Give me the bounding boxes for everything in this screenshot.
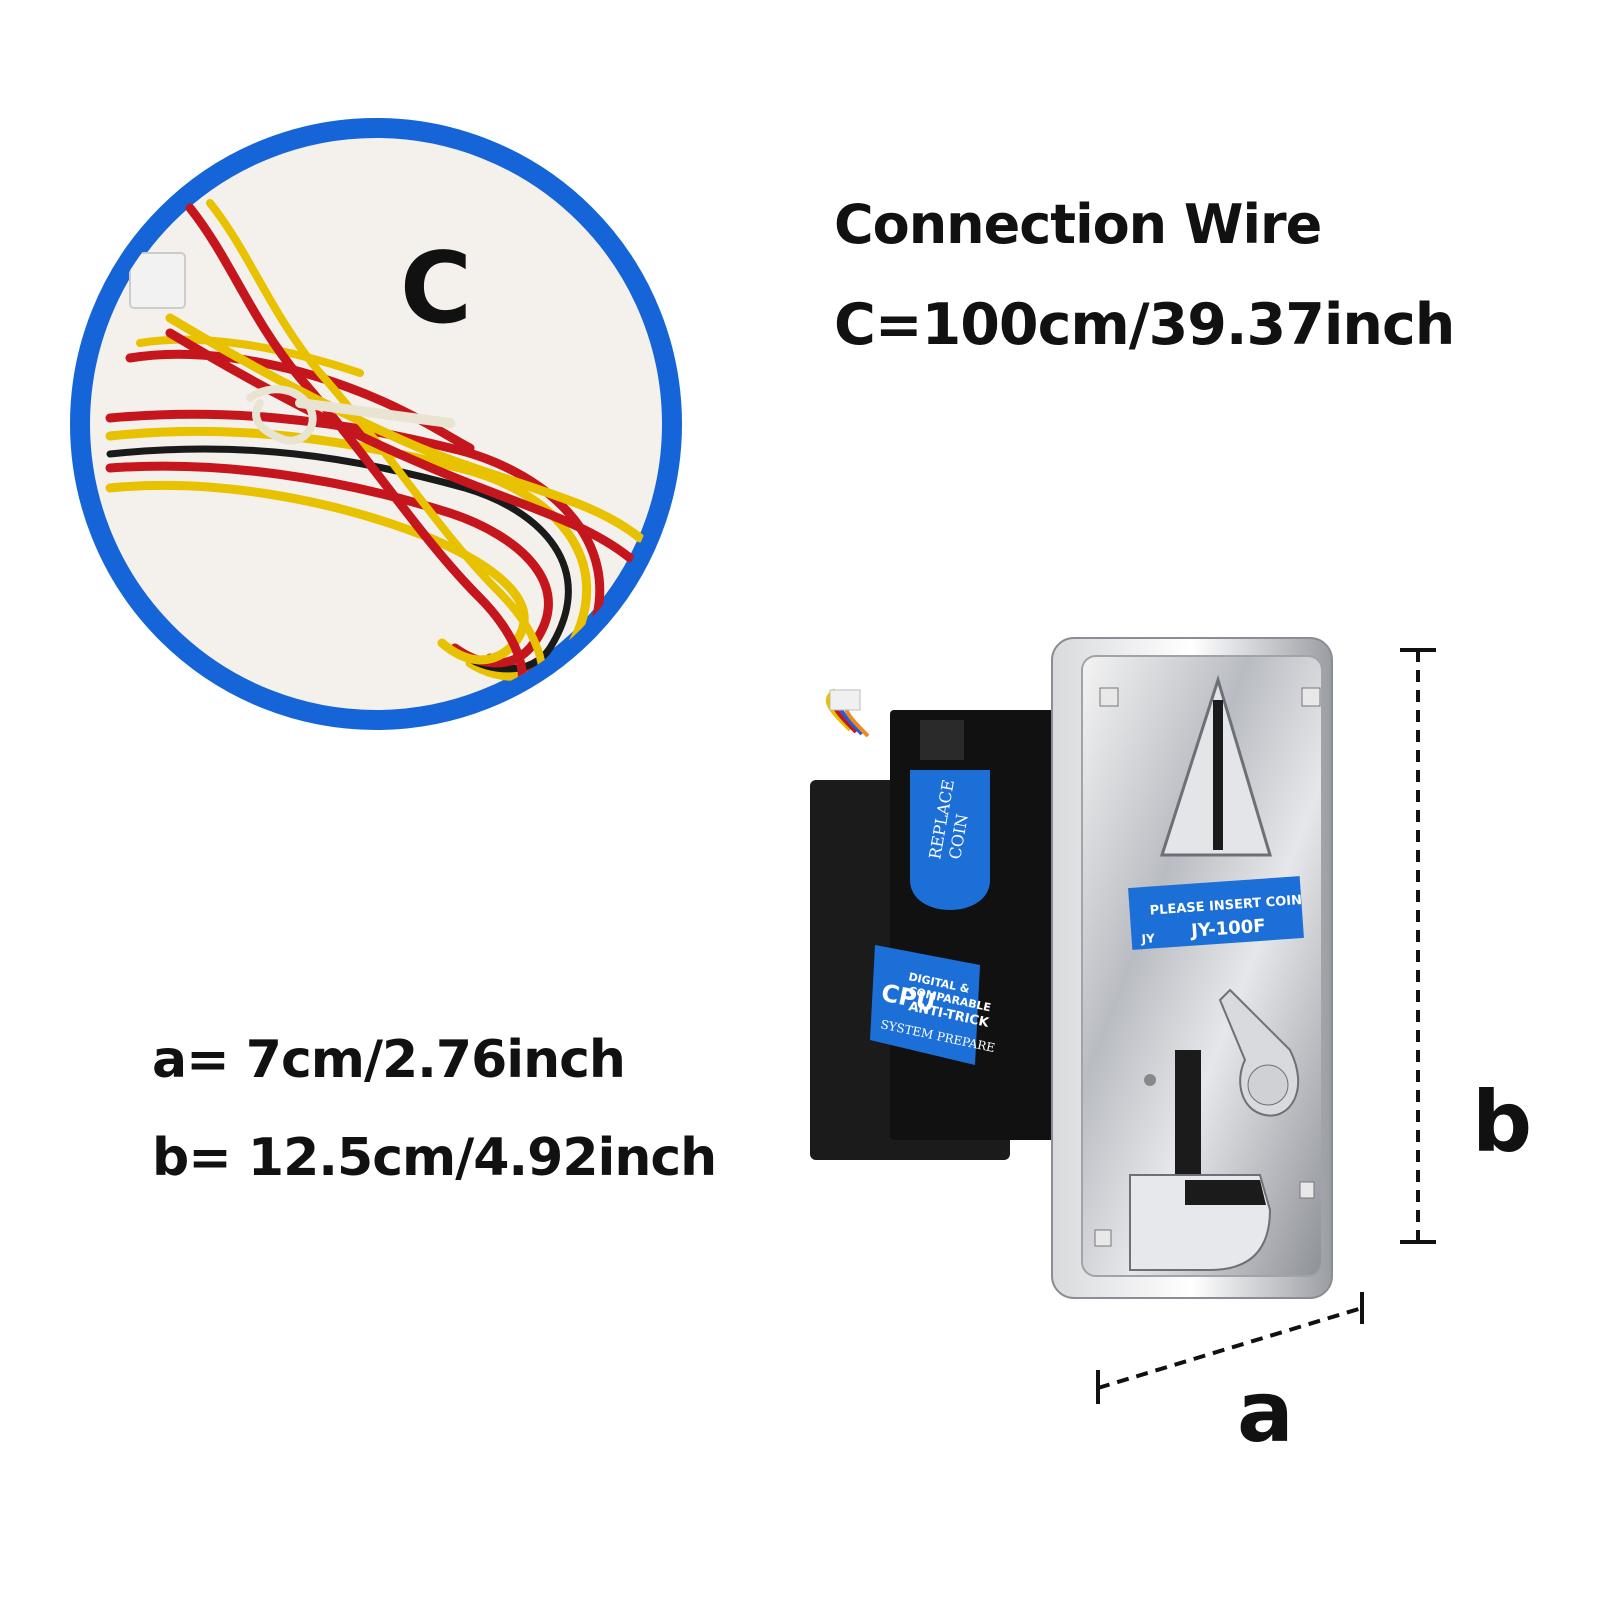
cpu-label: CPU DIGITAL & COMPARABLE ANTI-TRICK SYST… xyxy=(870,945,996,1065)
dimension-a-text: a= 7cm/2.76inch xyxy=(152,1030,626,1090)
circle-label-c: C xyxy=(400,232,472,346)
wire-detail-image xyxy=(70,118,682,730)
connection-wire-title: Connection Wire xyxy=(834,193,1322,256)
brand-mark-text: JY xyxy=(1140,931,1155,946)
dimension-b-text: b= 12.5cm/4.92inch xyxy=(152,1128,717,1188)
coin-acceptor-image: REPLACE COIN CPU DIGITAL & COMPARABLE AN… xyxy=(810,637,1333,1299)
replace-coin-label: REPLACE COIN xyxy=(910,770,990,910)
label-b: b xyxy=(1472,1073,1533,1171)
connection-wire-length: C=100cm/39.37inch xyxy=(834,292,1455,358)
label-a: a xyxy=(1237,1363,1294,1461)
